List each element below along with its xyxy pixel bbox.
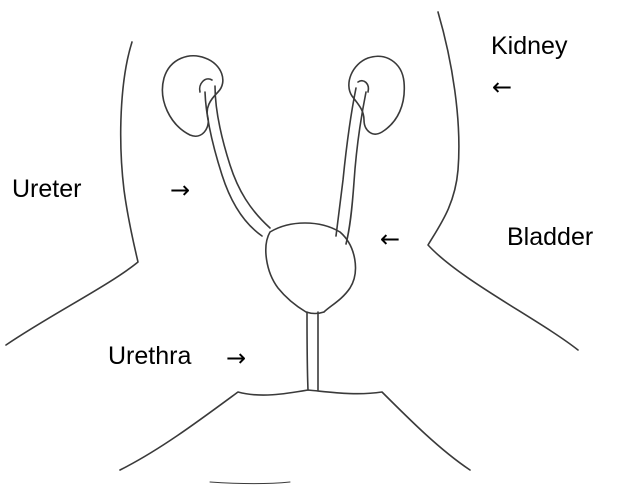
- left-kidney: [162, 56, 222, 136]
- arrow-left-icon: ←: [492, 75, 512, 99]
- arrow-left-icon: ←: [380, 227, 400, 251]
- label-urethra: Urethra: [108, 344, 191, 369]
- right-kidney: [349, 56, 404, 134]
- label-kidney: Kidney: [491, 34, 567, 59]
- right-kidney-hilum: [358, 81, 368, 92]
- left-ureter-inner: [215, 86, 270, 228]
- left-kidney-hilum: [200, 79, 212, 92]
- arrow-right-icon: →: [226, 346, 246, 370]
- bladder: [266, 223, 356, 314]
- torso-right-outline: [428, 12, 578, 350]
- arrow-right-icon: →: [170, 178, 190, 202]
- urethra-left-wall: [307, 312, 308, 390]
- right-ureter: [336, 88, 356, 236]
- label-ureter: Ureter: [12, 177, 81, 202]
- left-ureter: [205, 92, 262, 236]
- label-bladder: Bladder: [507, 225, 593, 250]
- pelvis-outline: [120, 390, 470, 470]
- bottom-edge: [210, 482, 290, 484]
